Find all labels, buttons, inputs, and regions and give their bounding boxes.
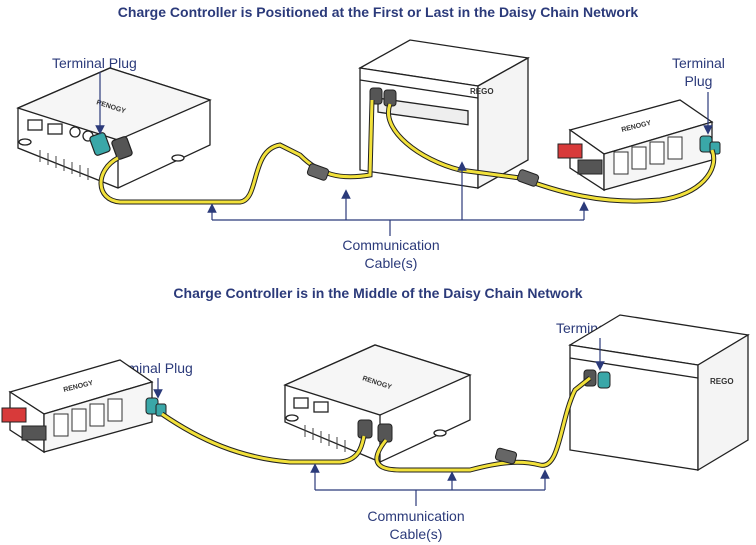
top-battery-plugs bbox=[369, 87, 397, 107]
top-communication-cable-label: Communication Cable(s) bbox=[338, 236, 444, 272]
bottom-cable-coupler bbox=[494, 447, 518, 465]
bottom-comm-line1: Communication bbox=[367, 508, 465, 524]
top-comm-line1: Communication bbox=[342, 237, 440, 253]
top-cable-couplers bbox=[306, 163, 540, 187]
bottom-communication-cables bbox=[160, 376, 592, 473]
bottom-left-terminal-plug bbox=[145, 397, 167, 417]
top-left-terminal-plug bbox=[89, 132, 133, 160]
bottom-inverter-red-terminal bbox=[1, 407, 27, 423]
top-charge-controller bbox=[16, 67, 212, 189]
top-communication-cables bbox=[98, 99, 717, 205]
bottom-charge-controller bbox=[283, 344, 472, 463]
top-section-title: Charge Controller is Positioned at the F… bbox=[117, 4, 639, 20]
bottom-controller-plugs bbox=[357, 419, 393, 443]
top-terminal-label-line1: Terminal bbox=[672, 55, 725, 71]
bottom-leader-lines bbox=[153, 338, 605, 506]
top-leader-lines bbox=[95, 72, 713, 236]
top-terminal-plug-label-left: Terminal Plug bbox=[52, 55, 137, 71]
bottom-battery bbox=[568, 314, 750, 472]
bottom-communication-cable-label: Communication Cable(s) bbox=[363, 507, 469, 543]
top-terminal-plug-label-right: Terminal Plug bbox=[672, 54, 725, 90]
bottom-section-title: Charge Controller is in the Middle of th… bbox=[173, 285, 583, 301]
top-inverter-black-terminal bbox=[577, 159, 603, 175]
top-battery-logo: REGO bbox=[470, 87, 494, 96]
top-comm-line2: Cable(s) bbox=[364, 255, 418, 271]
top-terminal-label-line2: Plug bbox=[684, 73, 713, 89]
bottom-inverter-black-terminal bbox=[21, 425, 47, 441]
top-inverter bbox=[568, 99, 714, 192]
bottom-battery-logo: REGO bbox=[710, 377, 734, 386]
top-inverter-red-terminal bbox=[557, 143, 583, 159]
top-battery bbox=[358, 39, 530, 190]
bottom-comm-line2: Cable(s) bbox=[389, 526, 443, 542]
